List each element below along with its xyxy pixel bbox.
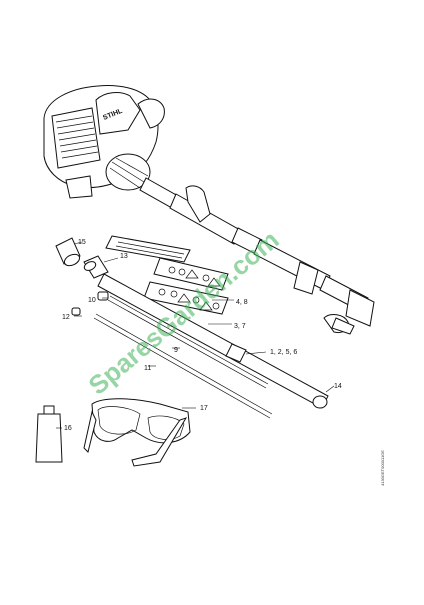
callouts: 15 13 10 12 4, 8 3, 7 9 1, 2, 5, 6 11 14… [62,239,342,432]
part-11-drive-shaft [93,313,273,419]
label-strips [105,235,229,315]
callout-13: 13 [120,253,128,260]
drawing-number: 4130GET000011GE [380,450,385,486]
leader-lines [56,241,335,429]
callout-12: 12 [62,314,70,321]
callout-11: 11 [144,365,151,372]
part-16-grease-tube [35,405,63,463]
part-12-bush [71,307,81,316]
part-10-bush [97,291,109,301]
part-13-sleeve [83,255,109,279]
part-15-cap [55,237,81,267]
callout-17: 17 [200,405,208,412]
callout-1-2-5-6: 1, 2, 5, 6 [270,349,297,356]
callout-3-7: 3, 7 [234,323,246,330]
engine-powerhead: STIHL [43,85,165,199]
callout-10: 10 [88,297,96,304]
callout-16: 16 [64,425,72,432]
part-14-end-cap [312,395,328,409]
callout-15: 15 [78,239,86,246]
part-9-rod [107,295,269,389]
callout-9: 9 [174,347,178,354]
part-17-safety-glasses [83,398,191,467]
drive-shaft-tube [139,177,375,335]
callout-4-8: 4, 8 [236,299,248,306]
callout-14: 14 [334,383,342,390]
